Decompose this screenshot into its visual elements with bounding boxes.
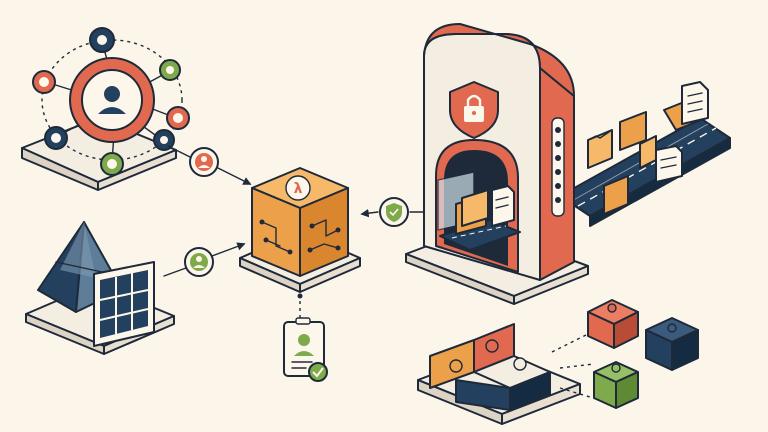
document-icon [655,81,709,183]
connector-hub-to-lambda [167,145,252,185]
document-icon [491,185,515,227]
cube-block-icon [593,361,639,409]
cube-block-icon [645,317,699,371]
puzzle-pieces-icon [429,323,551,411]
user-badge-icon [189,147,219,177]
security-gateway [423,23,575,281]
lambda-symbol: λ [294,181,303,197]
security-shield-lock-icon [449,81,499,139]
connector-puzzle-to-cubes [551,329,601,401]
cube-block-icon [587,299,639,349]
connector-lambda-to-badge [297,293,303,320]
user-badge-icon [184,247,214,277]
user-hub-icon [69,57,155,143]
id-badge-check-icon [283,317,328,382]
folder-icon [455,189,489,235]
connector-pyramid-to-lambda [163,242,246,277]
hub-satellite-nodes [32,27,190,176]
grid-panel-icon [93,261,155,347]
shield-check-icon [379,197,409,227]
lambda-function-icon: λ [251,167,349,277]
